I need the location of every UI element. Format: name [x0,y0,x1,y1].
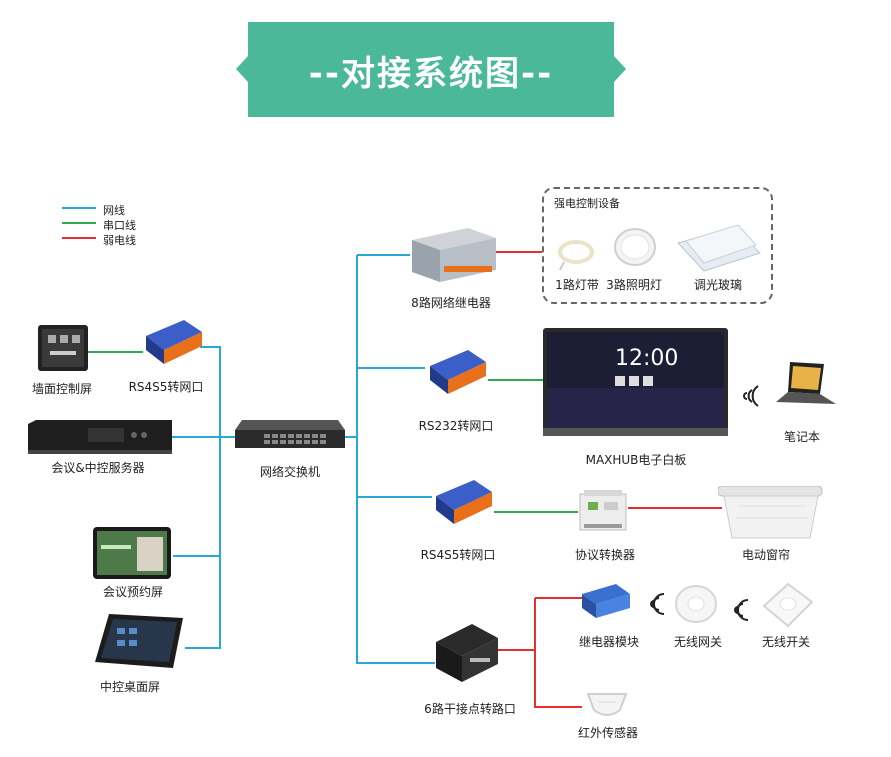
led-strip-icon [558,240,594,271]
strong-control-group: 强电控制设备 [542,187,773,304]
booking-screen-device [93,527,171,579]
label-server: 会议&中控服务器 [51,461,145,475]
label-laptop: 笔记本 [783,430,821,444]
label-maxhub: MAXHUB电子白板 [585,453,687,467]
label-switch: 网络交换机 [259,465,321,479]
strong-group-title: 强电控制设备 [554,197,620,210]
maxhub-clock: 12:00 [615,346,679,371]
desk-screen-device [95,614,183,668]
dry-contact-device [436,624,498,682]
rs485-left-device [146,320,202,364]
wifi-icon-gateway [650,593,665,615]
title-banner: --对接系统图-- [236,22,626,117]
label-relay-module: 继电器模块 [578,635,640,649]
legend-net: 网线 [103,204,125,217]
label-protocol-converter: 协议转换器 [574,548,636,562]
relay8-device [412,228,496,282]
label-wall-panel: 墙面控制屏 [31,382,93,396]
laptop-device [776,362,836,404]
relay-module-device [582,584,630,618]
banner-shape [236,22,626,117]
net-wire-left-bus [185,346,221,649]
label-rs485-right: RS4S5转网口 [420,548,496,562]
label-booking-screen: 会议预约屏 [102,585,164,599]
label-dry-contact: 6路干接点转路口 [424,702,516,716]
maxhub-device [543,328,728,436]
wall-panel-device [38,325,88,371]
label-ir-sensor: 红外传感器 [577,726,639,740]
label-rs232: RS232转网口 [418,419,494,433]
legend-serial: 串口线 [103,219,136,232]
net-wire-right-bus [356,255,435,664]
legend-weak: 弱电线 [103,234,136,247]
wifi-icon-switch [734,599,749,621]
smart-glass-icon [677,225,761,272]
label-smart-glass: 调光玻璃 [693,278,743,292]
wireless-switch-device [762,582,814,628]
legend-lines [62,207,96,239]
label-curtain: 电动窗帘 [741,548,791,562]
switch-device [235,420,345,448]
label-relay8: 8路网络继电器 [411,296,491,310]
rs232-device [430,350,486,394]
label-wireless-gateway: 无线网关 [673,635,723,649]
server-device [28,420,172,454]
wireless-gateway-device [675,585,717,623]
wifi-icon [743,385,759,407]
label-desk-screen: 中控桌面屏 [99,680,161,694]
label-led-strip: 1路灯带 [555,278,599,292]
protocol-converter-device [579,490,627,531]
page-title: --对接系统图-- [308,54,554,94]
label-lighting: 3路照明灯 [606,278,662,292]
weak-wire-bus [534,598,582,708]
curtain-device [718,486,823,539]
rs485-right-device [436,480,492,524]
label-rs485-left: RS4S5转网口 [128,380,204,394]
label-wireless-switch: 无线开关 [761,635,811,649]
ir-sensor-device [586,693,628,716]
ceiling-light-icon [614,228,656,266]
